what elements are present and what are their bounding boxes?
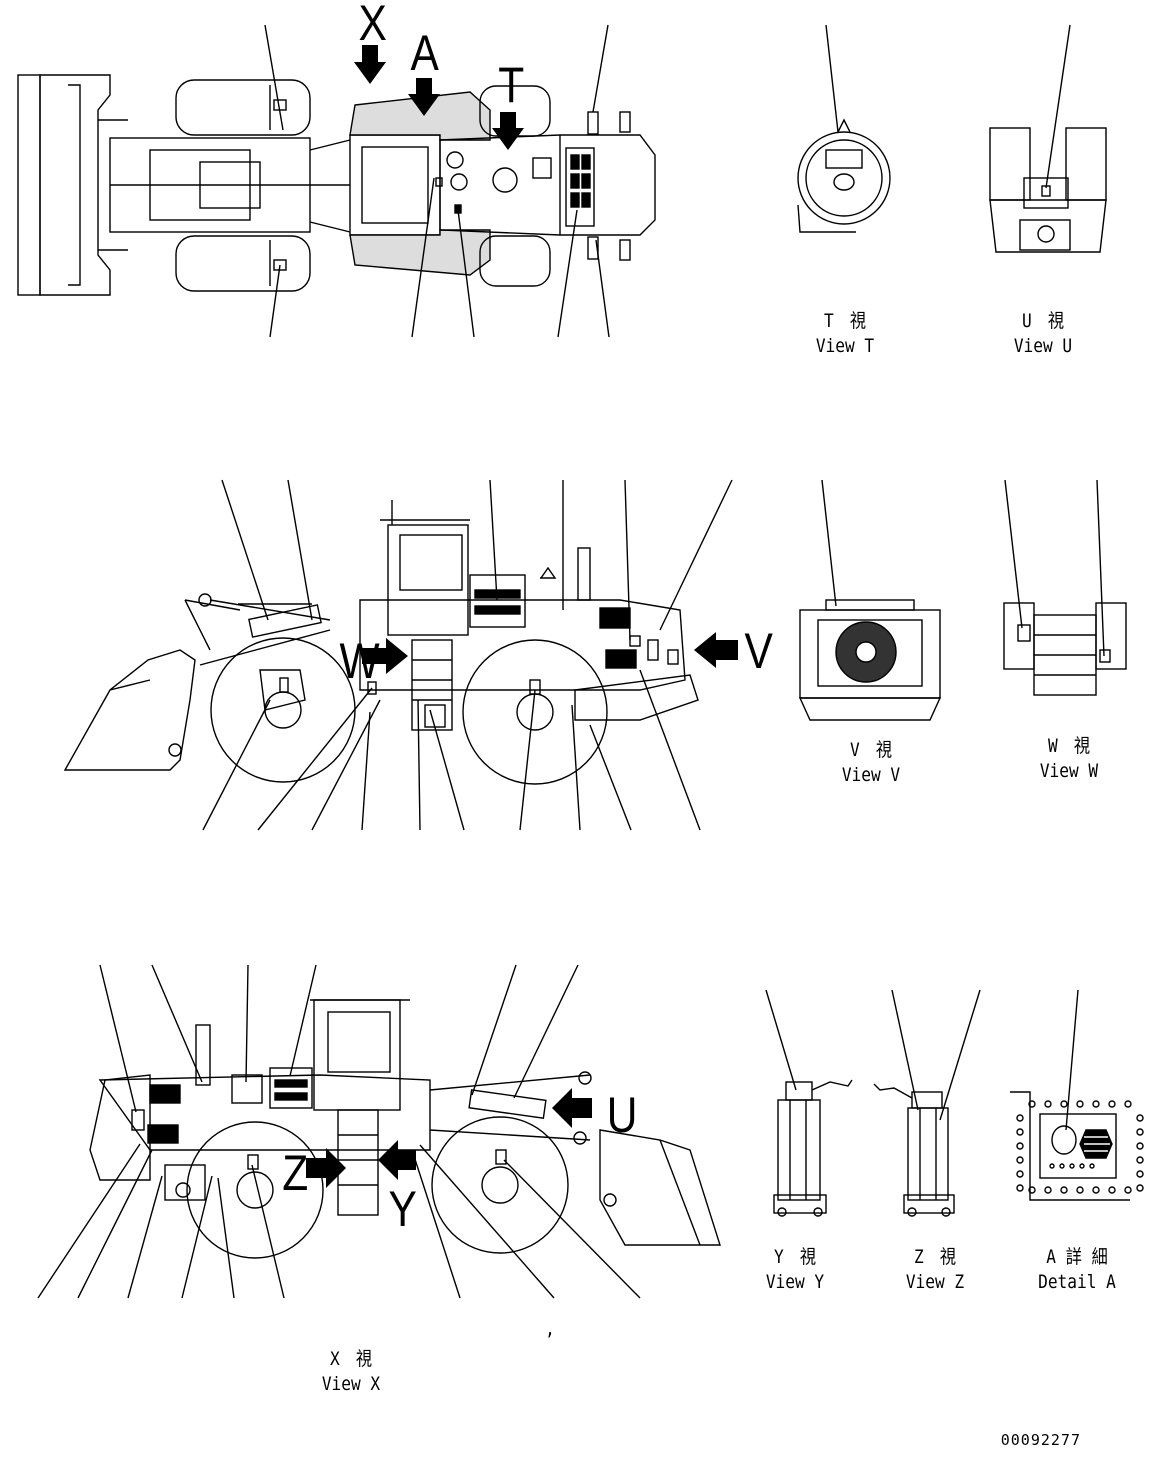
caption-view-z-jp: Z 視 — [913, 1246, 957, 1268]
arrow-t-top — [492, 112, 524, 150]
view-z-drawing — [873, 989, 981, 1217]
caption-view-x-jp: X 視 — [329, 1348, 373, 1370]
arrow-label-w: W — [339, 633, 380, 689]
caption-view-v-en: View V — [841, 764, 901, 786]
caption-view-z-en: View Z — [905, 1271, 965, 1293]
view-v-drawing — [798, 479, 942, 721]
arrow-z-side — [306, 1148, 346, 1188]
stray-mark: , — [545, 1318, 555, 1340]
arrow-x-top — [354, 45, 386, 84]
caption-view-w-jp: W 視 — [1047, 735, 1091, 757]
detail-a-drawing — [1010, 989, 1144, 1201]
caption-view-y-jp: Y 視 — [773, 1246, 817, 1268]
caption-view-t-jp: T 視 — [823, 310, 867, 332]
arrow-a-top — [408, 78, 440, 116]
caption-view-u-jp: U 視 — [1021, 310, 1065, 332]
caption-view-t-en: View T — [815, 335, 875, 357]
caption-view-w-en: View W — [1039, 760, 1099, 782]
side-view-right — [37, 964, 721, 1299]
arrow-label-u: U — [606, 1087, 638, 1143]
drawing-number: 00092277 — [1000, 1431, 1081, 1449]
caption-detail-a-jp: A 詳 細 — [1046, 1246, 1108, 1268]
arrow-label-y: Y — [388, 1181, 417, 1237]
arrow-label-x: X — [358, 0, 387, 51]
view-y-drawing — [765, 989, 853, 1217]
view-w-drawing — [1003, 479, 1127, 696]
caption-view-v-jp: V 視 — [849, 739, 893, 761]
caption-view-x-en: View X — [321, 1373, 381, 1395]
arrow-w-side — [362, 638, 408, 674]
arrow-v-side — [694, 632, 738, 668]
arrow-label-t: T — [498, 57, 525, 113]
view-t-drawing — [797, 24, 891, 233]
side-view-left — [63, 479, 733, 831]
caption-detail-a-en: Detail A — [1038, 1271, 1116, 1293]
caption-view-y-en: View Y — [765, 1271, 825, 1293]
arrow-label-a: A — [410, 25, 439, 81]
view-u-drawing — [989, 24, 1107, 253]
arrow-label-z: Z — [282, 1145, 309, 1201]
arrow-y-side — [378, 1140, 416, 1180]
arrow-label-v: V — [744, 623, 773, 679]
top-plan-view — [17, 24, 656, 338]
arrow-u-side — [552, 1088, 592, 1128]
caption-view-u-en: View U — [1013, 335, 1073, 357]
